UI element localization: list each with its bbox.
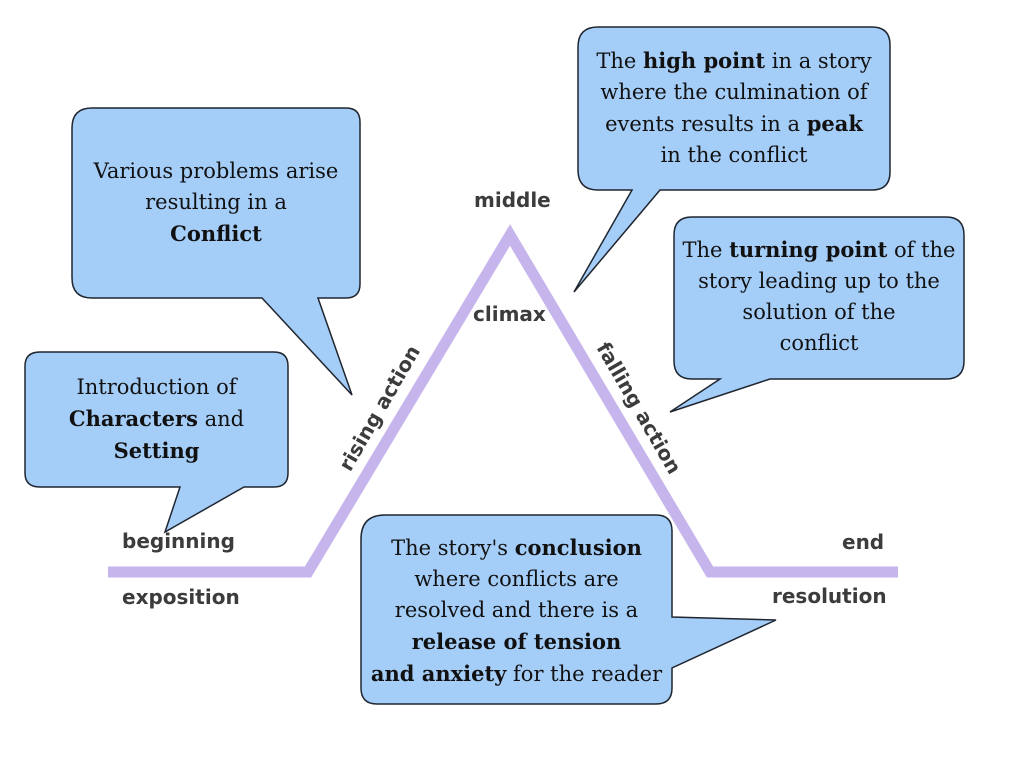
plot-arc-line	[108, 224, 898, 578]
conflict-emphasis: Conflict	[170, 221, 262, 246]
bubble-falling-text: The turning point of the story leading u…	[674, 234, 964, 359]
exposition-line-3: Setting	[25, 435, 288, 467]
release-emphasis: release of tension	[411, 629, 622, 654]
climax-the: The	[596, 49, 643, 73]
resolution-line-1-pre: The story's	[391, 536, 515, 560]
bubble-resolution-text: The story's conclusion where conflicts a…	[361, 532, 672, 690]
rising-line-1: Various problems arise	[93, 159, 339, 183]
falling-the: The	[682, 238, 730, 262]
high-point-emphasis: high point	[642, 48, 766, 73]
rising-line-2: resulting in a	[145, 190, 287, 214]
characters-emphasis: Characters	[68, 406, 198, 431]
rising-line-3: Conflict	[72, 218, 360, 250]
falling-line-2: story leading up to the	[698, 269, 940, 293]
climax-line-1-rest: in a story	[765, 49, 872, 73]
anxiety-emphasis: and anxiety	[370, 661, 507, 686]
falling-line-1-rest: of the	[887, 238, 956, 262]
bubble-climax-text: The high point in a story where the culm…	[578, 45, 890, 171]
exposition-and: and	[197, 407, 245, 431]
climax-line-3: events results in a peak	[578, 108, 890, 140]
climax-line-4: in the conflict	[660, 143, 808, 167]
label-resolution: resolution	[772, 584, 887, 608]
climax-line-2: where the culmination of	[600, 80, 868, 104]
climax-line-1: The high point in a story	[578, 45, 890, 77]
peak-emphasis: peak	[806, 111, 863, 136]
bubble-falling-shape	[669, 216, 965, 413]
climax-line-3-text: events results in a	[605, 112, 807, 136]
falling-line-1: The turning point of the	[674, 234, 964, 266]
label-exposition: exposition	[122, 585, 240, 609]
resolution-line-3: resolved and there is a	[394, 598, 639, 622]
bubble-resolution-shape	[360, 514, 777, 705]
setting-emphasis: Setting	[113, 438, 200, 463]
bubble-climax-shape	[573, 26, 891, 293]
conclusion-emphasis: conclusion	[514, 535, 642, 560]
bubble-rising-shape	[71, 107, 361, 396]
falling-line-3: solution of the	[742, 300, 896, 324]
falling-line-4: conflict	[779, 331, 859, 355]
exposition-line-1: Introduction of	[76, 375, 237, 399]
label-climax: climax	[473, 302, 546, 326]
resolution-line-5-rest: for the reader	[506, 662, 663, 686]
resolution-line-5: and anxiety for the reader	[361, 658, 672, 690]
resolution-line-4: release of tension	[361, 626, 672, 658]
bubble-exposition-text: Introduction of Characters and Setting	[25, 372, 288, 467]
resolution-line-1: The story's conclusion	[361, 532, 672, 564]
label-end: end	[842, 530, 885, 554]
turning-point-emphasis: turning point	[729, 237, 888, 262]
bubble-exposition-shape	[24, 351, 289, 534]
label-beginning: beginning	[122, 529, 235, 553]
label-middle: middle	[474, 188, 551, 212]
bubble-rising-text: Various problems arise resulting in a Co…	[72, 156, 360, 250]
resolution-line-2: where conflicts are	[414, 567, 619, 591]
exposition-line-2: Characters and	[25, 403, 288, 435]
